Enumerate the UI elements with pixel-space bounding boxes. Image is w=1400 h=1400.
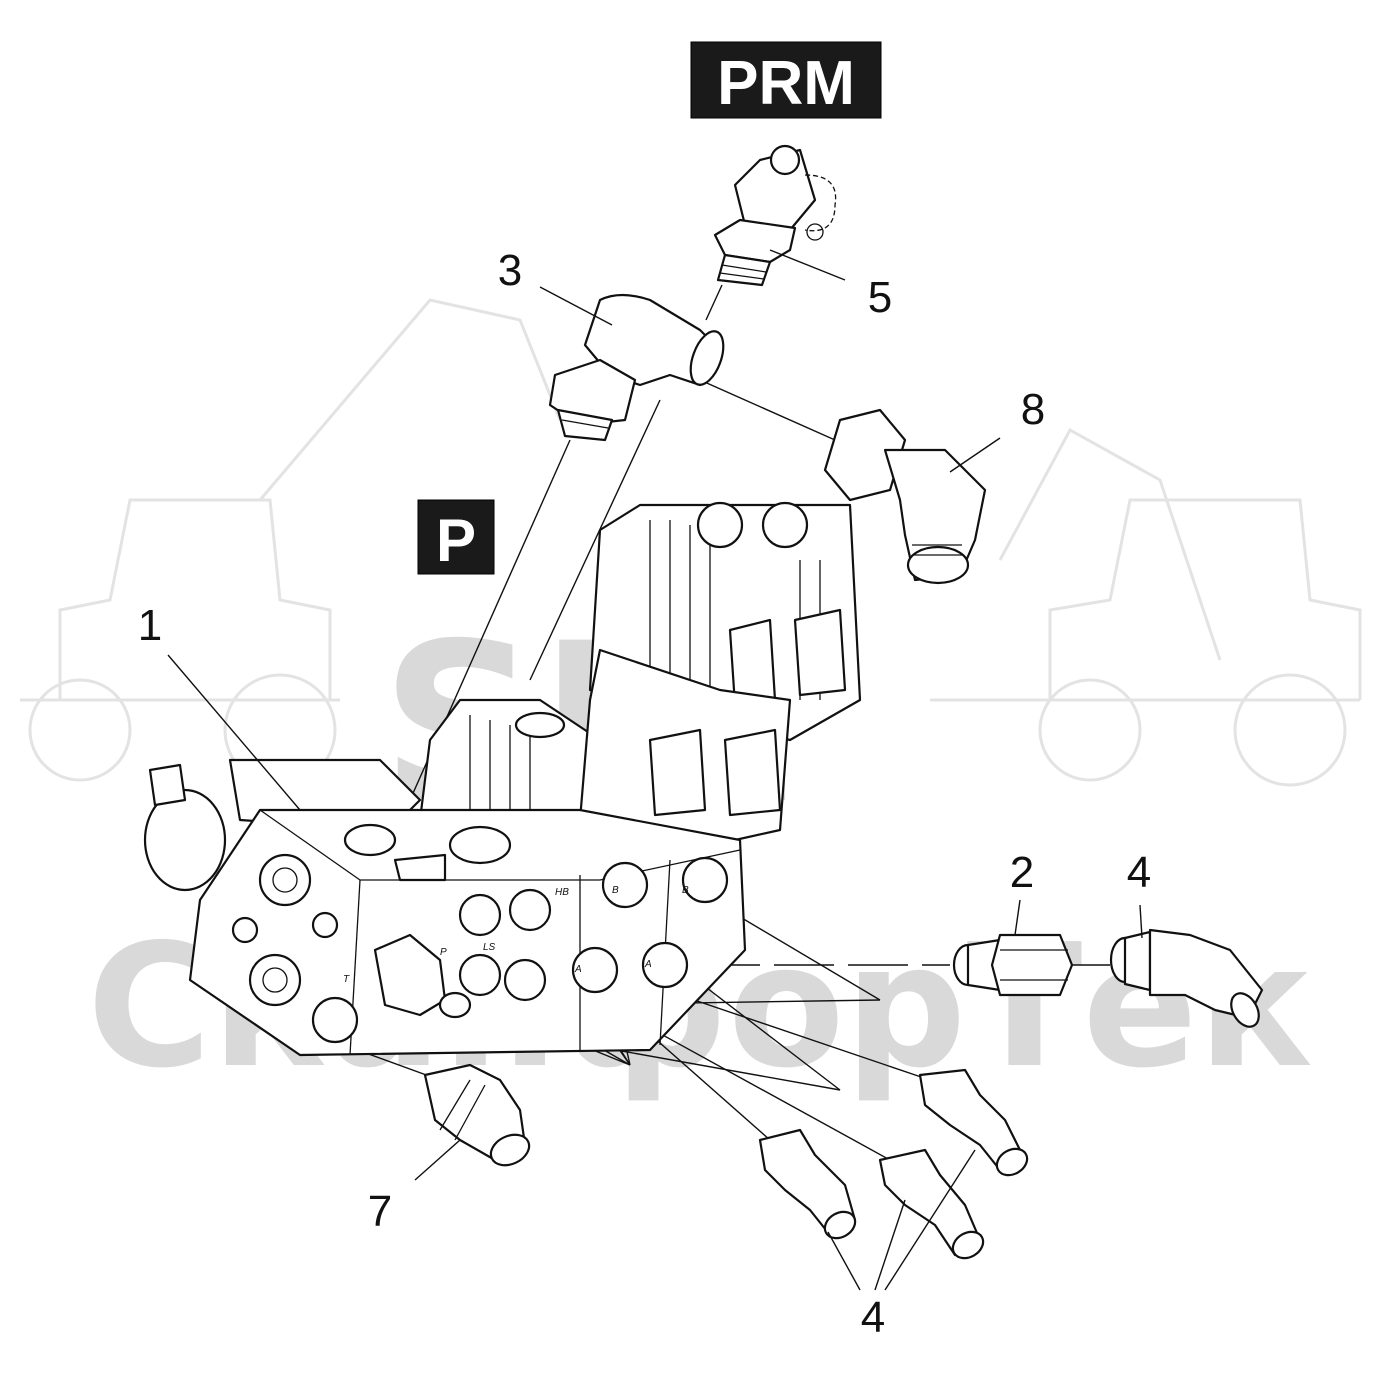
part-4-elbow-right	[1109, 928, 1264, 1028]
part-3-elbow-adapter	[548, 293, 725, 442]
callout-1: 1	[138, 601, 162, 650]
port-label-hb: HB	[555, 887, 569, 898]
part-8-elbow-fitting	[823, 408, 987, 585]
callout-numbers: 1 2 3 4 4 5 7 8	[138, 246, 1151, 1342]
port-label-b2: B	[682, 885, 689, 896]
port-label-b1: B	[612, 885, 619, 896]
callout-4-bottom: 4	[861, 1293, 885, 1342]
part-4-elbow-bottom-2	[878, 1148, 985, 1260]
port-label-t: T	[343, 974, 350, 985]
port-label-a1: A	[574, 964, 582, 975]
port-label-ls: LS	[483, 942, 496, 953]
callout-leaders	[167, 249, 1143, 1291]
prm-tag-label: PRM	[717, 49, 855, 118]
part-4-elbow-bottom-1	[758, 1128, 857, 1240]
part-1-valve-block: T P LS HB B B A A	[143, 501, 862, 1057]
callout-7: 7	[368, 1187, 392, 1236]
p-tag: P	[417, 499, 495, 575]
watermark-machinery-outline	[20, 298, 1362, 787]
part-4-elbow-bottom-3	[918, 1068, 1029, 1177]
part-5-test-coupling	[713, 144, 837, 287]
callout-3: 3	[498, 246, 522, 295]
port-label-p: P	[440, 947, 447, 958]
callout-2: 2	[1010, 848, 1034, 897]
p-tag-label: P	[436, 507, 476, 574]
callout-8: 8	[1021, 385, 1045, 434]
callout-5: 5	[868, 273, 892, 322]
prm-tag: PRM	[690, 41, 882, 119]
port-label-a2: A	[644, 959, 652, 970]
part-7-straight-fitting	[423, 1063, 531, 1167]
callout-4-right: 4	[1127, 848, 1151, 897]
part-2-adapter	[952, 933, 1074, 997]
